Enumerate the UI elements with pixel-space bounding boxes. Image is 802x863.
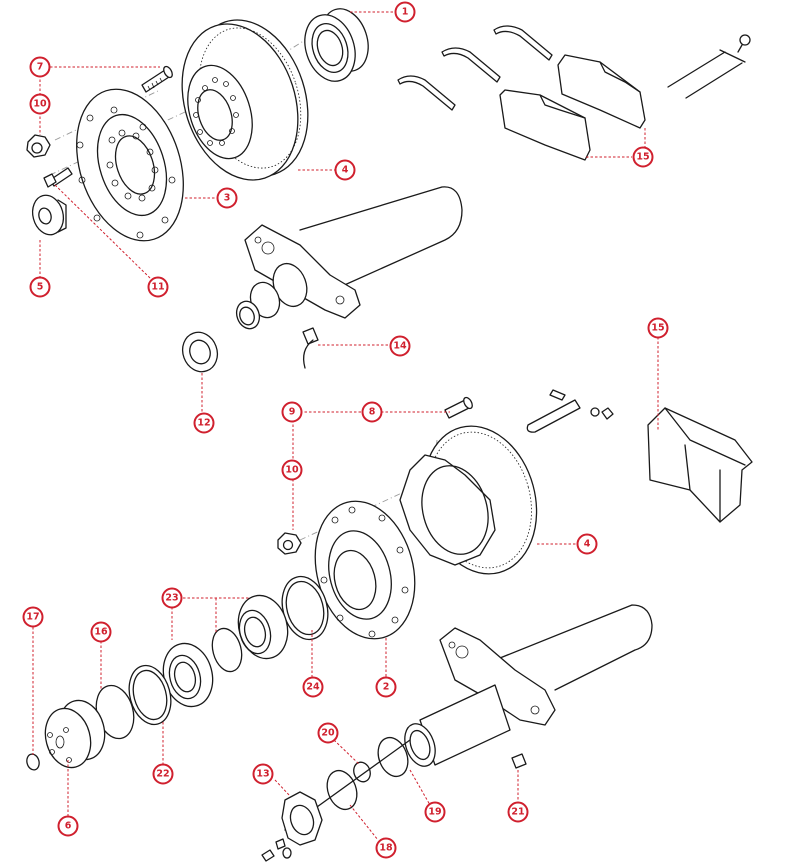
svg-text:19: 19 xyxy=(428,807,441,818)
upper-assembly xyxy=(26,8,751,373)
leader-lines xyxy=(32,11,659,841)
callout-10-upper: 10 xyxy=(29,93,51,115)
callout-4-lower: 4 xyxy=(576,533,598,555)
callout-1: 1 xyxy=(394,1,416,23)
svg-text:24: 24 xyxy=(306,682,320,693)
brake-pads-upper xyxy=(499,54,646,161)
pad-retaining-pin xyxy=(667,34,751,99)
bearings xyxy=(162,594,289,708)
svg-text:15: 15 xyxy=(636,152,649,163)
pad-retainer-hardware xyxy=(526,389,614,433)
wheel-stud-lower xyxy=(444,396,473,419)
callout-16: 16 xyxy=(90,621,112,643)
grease-nipple xyxy=(511,753,527,769)
hub-flange xyxy=(76,88,184,242)
brake-disc-upper xyxy=(181,19,309,181)
svg-text:10: 10 xyxy=(33,99,47,110)
callout-21: 21 xyxy=(507,801,529,823)
svg-text:2: 2 xyxy=(383,682,390,693)
svg-text:17: 17 xyxy=(26,612,39,623)
hub-cap-upper xyxy=(31,194,67,236)
callout-14: 14 xyxy=(389,335,411,357)
bearing-unit xyxy=(304,8,369,82)
svg-text:6: 6 xyxy=(65,821,72,832)
axle-beam-upper xyxy=(235,186,463,330)
svg-text:3: 3 xyxy=(224,193,231,204)
brake-pad-lower xyxy=(647,407,753,523)
svg-text:13: 13 xyxy=(256,769,269,780)
callout-2: 2 xyxy=(375,676,397,698)
callout-9: 9 xyxy=(281,401,303,423)
callout-7: 7 xyxy=(29,56,51,78)
brake-lining-strips xyxy=(397,25,553,111)
svg-text:15: 15 xyxy=(651,323,664,334)
callout-11: 11 xyxy=(147,276,169,298)
bolt-upper xyxy=(43,167,73,188)
svg-text:12: 12 xyxy=(197,418,210,429)
svg-text:1: 1 xyxy=(402,7,409,18)
svg-text:4: 4 xyxy=(584,539,591,550)
callout-18: 18 xyxy=(375,837,397,859)
callout-13: 13 xyxy=(252,763,274,785)
svg-text:16: 16 xyxy=(94,627,108,638)
plug xyxy=(26,753,40,771)
svg-text:7: 7 xyxy=(37,62,44,73)
callout-15-upper: 15 xyxy=(632,146,654,168)
callout-17: 17 xyxy=(22,606,44,628)
callout-12: 12 xyxy=(193,412,215,434)
callout-19: 19 xyxy=(424,801,446,823)
locking-screws xyxy=(261,838,292,862)
svg-text:11: 11 xyxy=(151,282,164,293)
callout-8: 8 xyxy=(361,401,383,423)
svg-text:22: 22 xyxy=(156,769,169,780)
callout-6: 6 xyxy=(57,815,79,837)
brake-disc-lower xyxy=(399,425,538,575)
svg-text:4: 4 xyxy=(342,165,349,176)
callout-4-upper: 4 xyxy=(334,159,356,181)
abs-sensor xyxy=(302,327,319,369)
callout-15-lower: 15 xyxy=(647,317,669,339)
wheel-hub-lower xyxy=(314,500,416,640)
axle-beam-lower xyxy=(404,604,653,767)
svg-text:23: 23 xyxy=(165,593,178,604)
svg-text:21: 21 xyxy=(511,807,524,818)
svg-text:10: 10 xyxy=(285,465,299,476)
svg-text:14: 14 xyxy=(393,341,407,352)
callout-3: 3 xyxy=(216,187,238,209)
callout-22: 22 xyxy=(152,763,174,785)
callout-23: 23 xyxy=(161,587,183,609)
svg-text:8: 8 xyxy=(369,407,376,418)
axle-nut-upper xyxy=(181,331,219,373)
callout-24: 24 xyxy=(302,676,324,698)
axle-nut-lower xyxy=(281,791,323,846)
callout-5: 5 xyxy=(29,276,51,298)
svg-text:5: 5 xyxy=(37,282,44,293)
svg-text:9: 9 xyxy=(289,407,296,418)
wheel-nut-upper xyxy=(26,134,51,158)
o-ring-18 xyxy=(326,769,358,811)
svg-text:20: 20 xyxy=(321,728,335,739)
lower-assembly xyxy=(26,389,753,862)
hub-cap-lower xyxy=(44,699,106,769)
svg-text:18: 18 xyxy=(379,843,393,854)
callout-20: 20 xyxy=(317,722,339,744)
callouts: 1 7 10 4 3 15 5 11 14 12 15 9 8 10 4 23 … xyxy=(22,1,669,859)
callout-10-lower: 10 xyxy=(281,459,303,481)
wheel-nut-lower xyxy=(277,532,302,555)
wheel-stud-upper xyxy=(141,65,173,93)
